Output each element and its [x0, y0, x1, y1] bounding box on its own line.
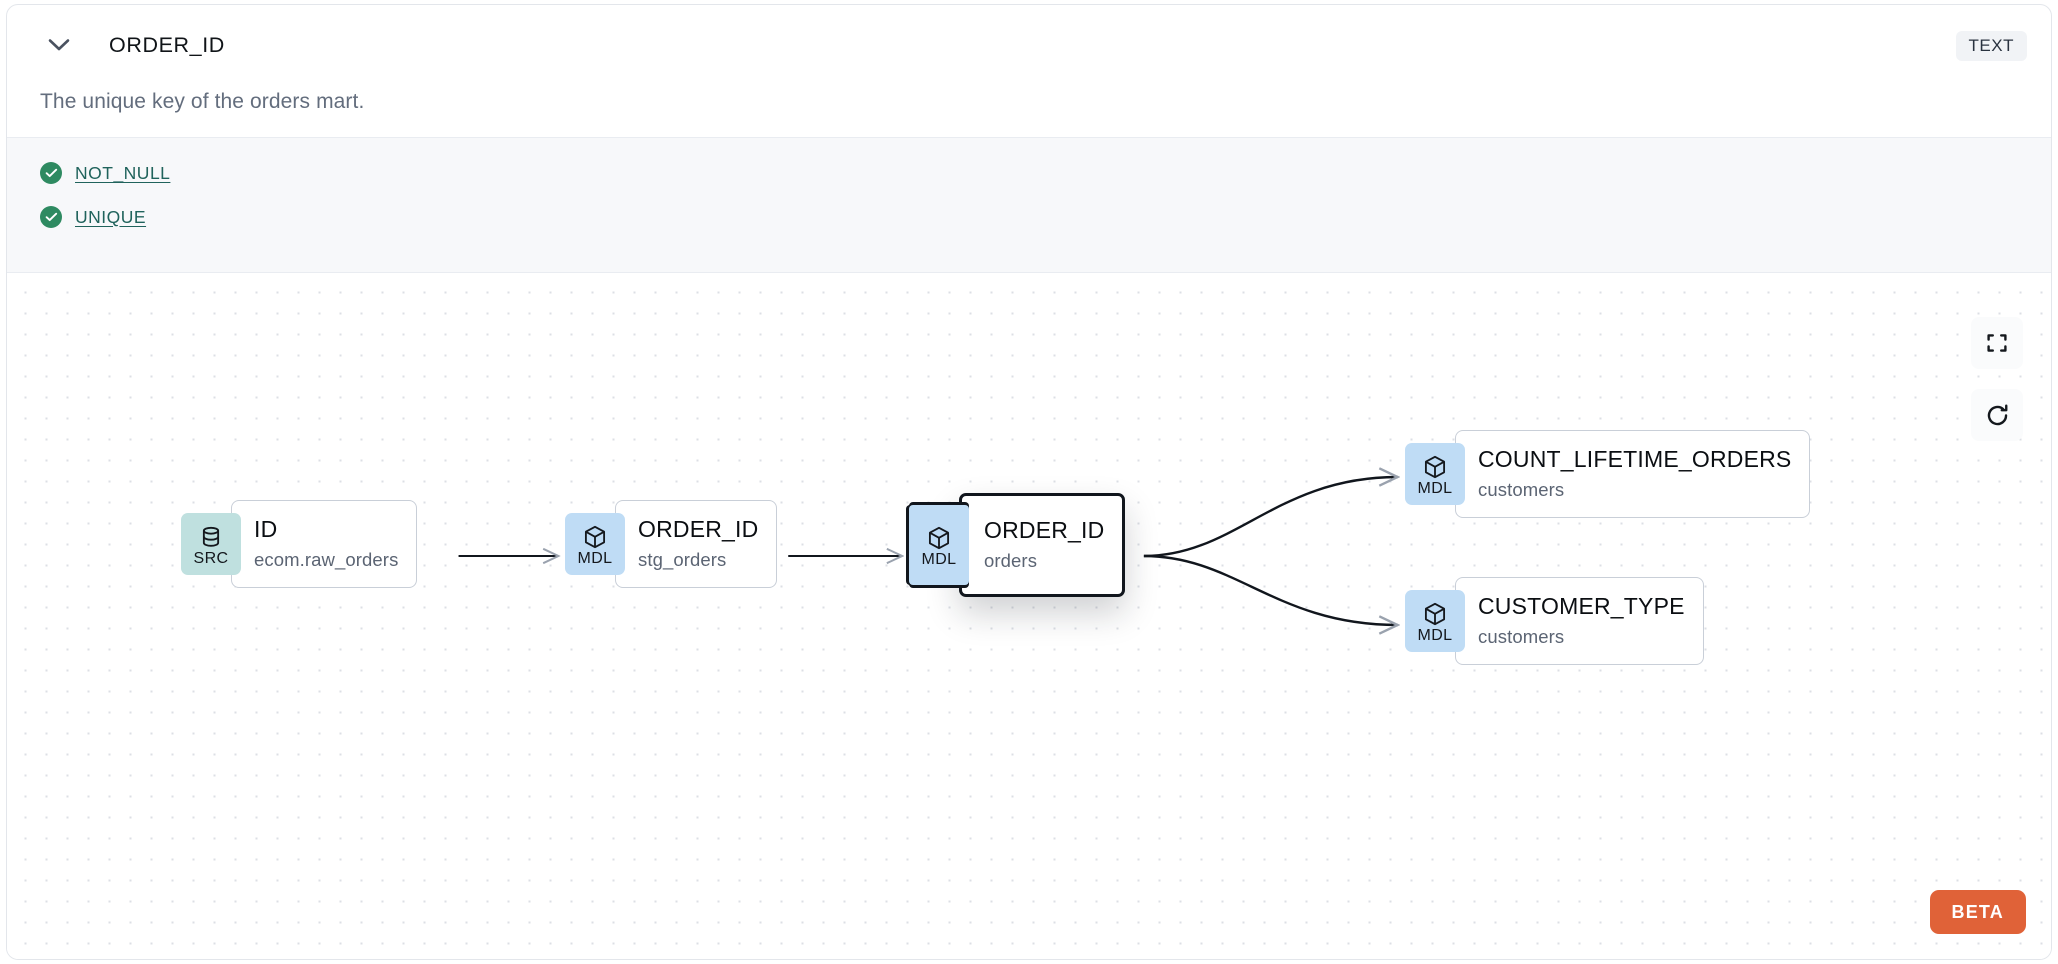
node-kind-label: MDL: [1417, 626, 1453, 644]
node-kind-badge: MDL: [909, 505, 969, 585]
lineage-graph-canvas[interactable]: SRC ID ecom.raw_orders MDL ORDE: [7, 273, 2051, 960]
node-source: customers: [1478, 625, 1565, 647]
node-body: ID ecom.raw_orders: [231, 500, 418, 588]
canvas-controls: [1971, 317, 2023, 441]
cube-icon: [582, 524, 608, 550]
node-name: ORDER_ID: [984, 517, 1105, 544]
tests-section: NOT_NULL UNIQUE: [7, 137, 2051, 273]
lineage-node-count-lifetime-orders[interactable]: MDL COUNT_LIFETIME_ORDERS customers: [1405, 430, 1811, 518]
page-title: ORDER_ID: [109, 33, 225, 57]
node-name: ID: [254, 516, 278, 543]
node-kind-label: MDL: [1417, 479, 1453, 497]
lineage-edges: [458, 273, 2051, 960]
node-source: customers: [1478, 478, 1565, 500]
node-kind-badge: MDL: [565, 513, 625, 575]
chevron-down-icon[interactable]: [45, 35, 73, 55]
check-circle-icon: [40, 206, 62, 228]
node-source: orders: [984, 549, 1038, 571]
edge-orders-to-customer-type: [1143, 554, 1398, 625]
column-description: The unique key of the orders mart.: [40, 90, 365, 113]
node-name: COUNT_LIFETIME_ORDERS: [1478, 446, 1792, 473]
lineage-node-src[interactable]: SRC ID ecom.raw_orders: [181, 500, 418, 588]
node-kind-badge: SRC: [181, 513, 241, 575]
node-body: CUSTOMER_TYPE customers: [1455, 577, 1704, 665]
edge-orders-to-count: [1143, 477, 1398, 558]
node-body: COUNT_LIFETIME_ORDERS customers: [1455, 430, 1811, 518]
lineage-node-stg-orders[interactable]: MDL ORDER_ID stg_orders: [565, 500, 778, 588]
cube-icon: [1422, 601, 1448, 627]
card-header: ORDER_ID TEXT: [7, 5, 2051, 67]
beta-badge[interactable]: BETA: [1929, 890, 2026, 934]
node-source: stg_orders: [638, 548, 727, 570]
check-circle-icon: [40, 162, 62, 184]
node-kind-badge: MDL: [1405, 443, 1465, 505]
test-link-unique[interactable]: UNIQUE: [75, 206, 147, 227]
database-icon: [198, 524, 224, 550]
cube-icon: [1422, 454, 1448, 480]
test-link-not-null[interactable]: NOT_NULL: [75, 162, 171, 183]
node-body: ORDER_ID orders: [959, 493, 1126, 597]
node-name: ORDER_ID: [638, 516, 759, 543]
refresh-icon[interactable]: [1971, 389, 2023, 441]
node-name: CUSTOMER_TYPE: [1478, 593, 1685, 620]
node-source: ecom.raw_orders: [254, 548, 399, 570]
column-type-badge: TEXT: [1955, 31, 2027, 61]
cube-icon: [926, 525, 952, 551]
node-kind-badge: MDL: [1405, 590, 1465, 652]
node-body: ORDER_ID stg_orders: [615, 500, 778, 588]
test-row: UNIQUE: [40, 206, 146, 228]
lineage-node-customer-type[interactable]: MDL CUSTOMER_TYPE customers: [1405, 577, 1704, 665]
fit-view-icon[interactable]: [1971, 317, 2023, 369]
node-kind-label: SRC: [193, 549, 229, 567]
test-row: NOT_NULL: [40, 162, 170, 184]
column-detail-card: ORDER_ID TEXT The unique key of the orde…: [6, 4, 2052, 960]
node-kind-label: MDL: [921, 550, 957, 568]
lineage-node-orders-selected[interactable]: MDL ORDER_ID orders: [909, 493, 1126, 597]
node-kind-label: MDL: [577, 549, 613, 567]
